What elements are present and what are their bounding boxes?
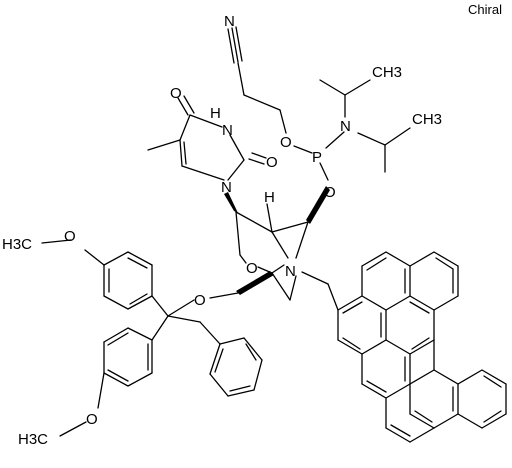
atom-nitrile-n: N (224, 13, 235, 30)
atom-methoxy-bottom-o: O (86, 411, 98, 428)
bicyclic-core (224, 186, 330, 301)
anisyl-ring-bottom (59, 315, 169, 437)
phenyl-ring (167, 315, 263, 397)
atom-ch3-isopropyl-top: CH3 (372, 64, 402, 81)
cyanoethyl-group (227, 26, 313, 154)
atom-methoxy-top-ch3: H3C (2, 236, 32, 253)
atom-labels: N O P N CH3 CH3 O O H N O N O N H O H3C … (2, 13, 442, 448)
chirality-label: Chiral (468, 2, 502, 17)
atom-o-c4: O (170, 85, 182, 102)
atom-o-trityl: O (194, 292, 206, 309)
atom-o-ring: O (246, 260, 258, 277)
atom-ch3-isopropyl-right: CH3 (412, 111, 442, 128)
atom-n1: N (221, 179, 232, 196)
atom-h-n3: H (210, 105, 221, 122)
anisyl-ring-top (41, 239, 169, 317)
atom-n-bicyclic: N (285, 263, 296, 280)
atom-methoxy-bottom-ch3: H3C (18, 431, 48, 448)
atom-methoxy-top-o: O (64, 228, 76, 245)
atom-o-phosphite: O (324, 184, 336, 201)
atom-n-amidite: N (340, 118, 351, 135)
atom-o-c2: O (266, 154, 278, 171)
atom-phosphorus: P (312, 149, 322, 166)
atom-h-stereo: H (264, 189, 275, 206)
perylene-linker (301, 271, 339, 311)
trityl-ether (167, 292, 239, 317)
atom-o-cyanoethyl: O (280, 134, 292, 151)
atom-n3: N (222, 122, 233, 139)
perylene-system (337, 251, 507, 443)
phosphoramidite-group (319, 79, 411, 181)
thymine-base (147, 95, 267, 181)
